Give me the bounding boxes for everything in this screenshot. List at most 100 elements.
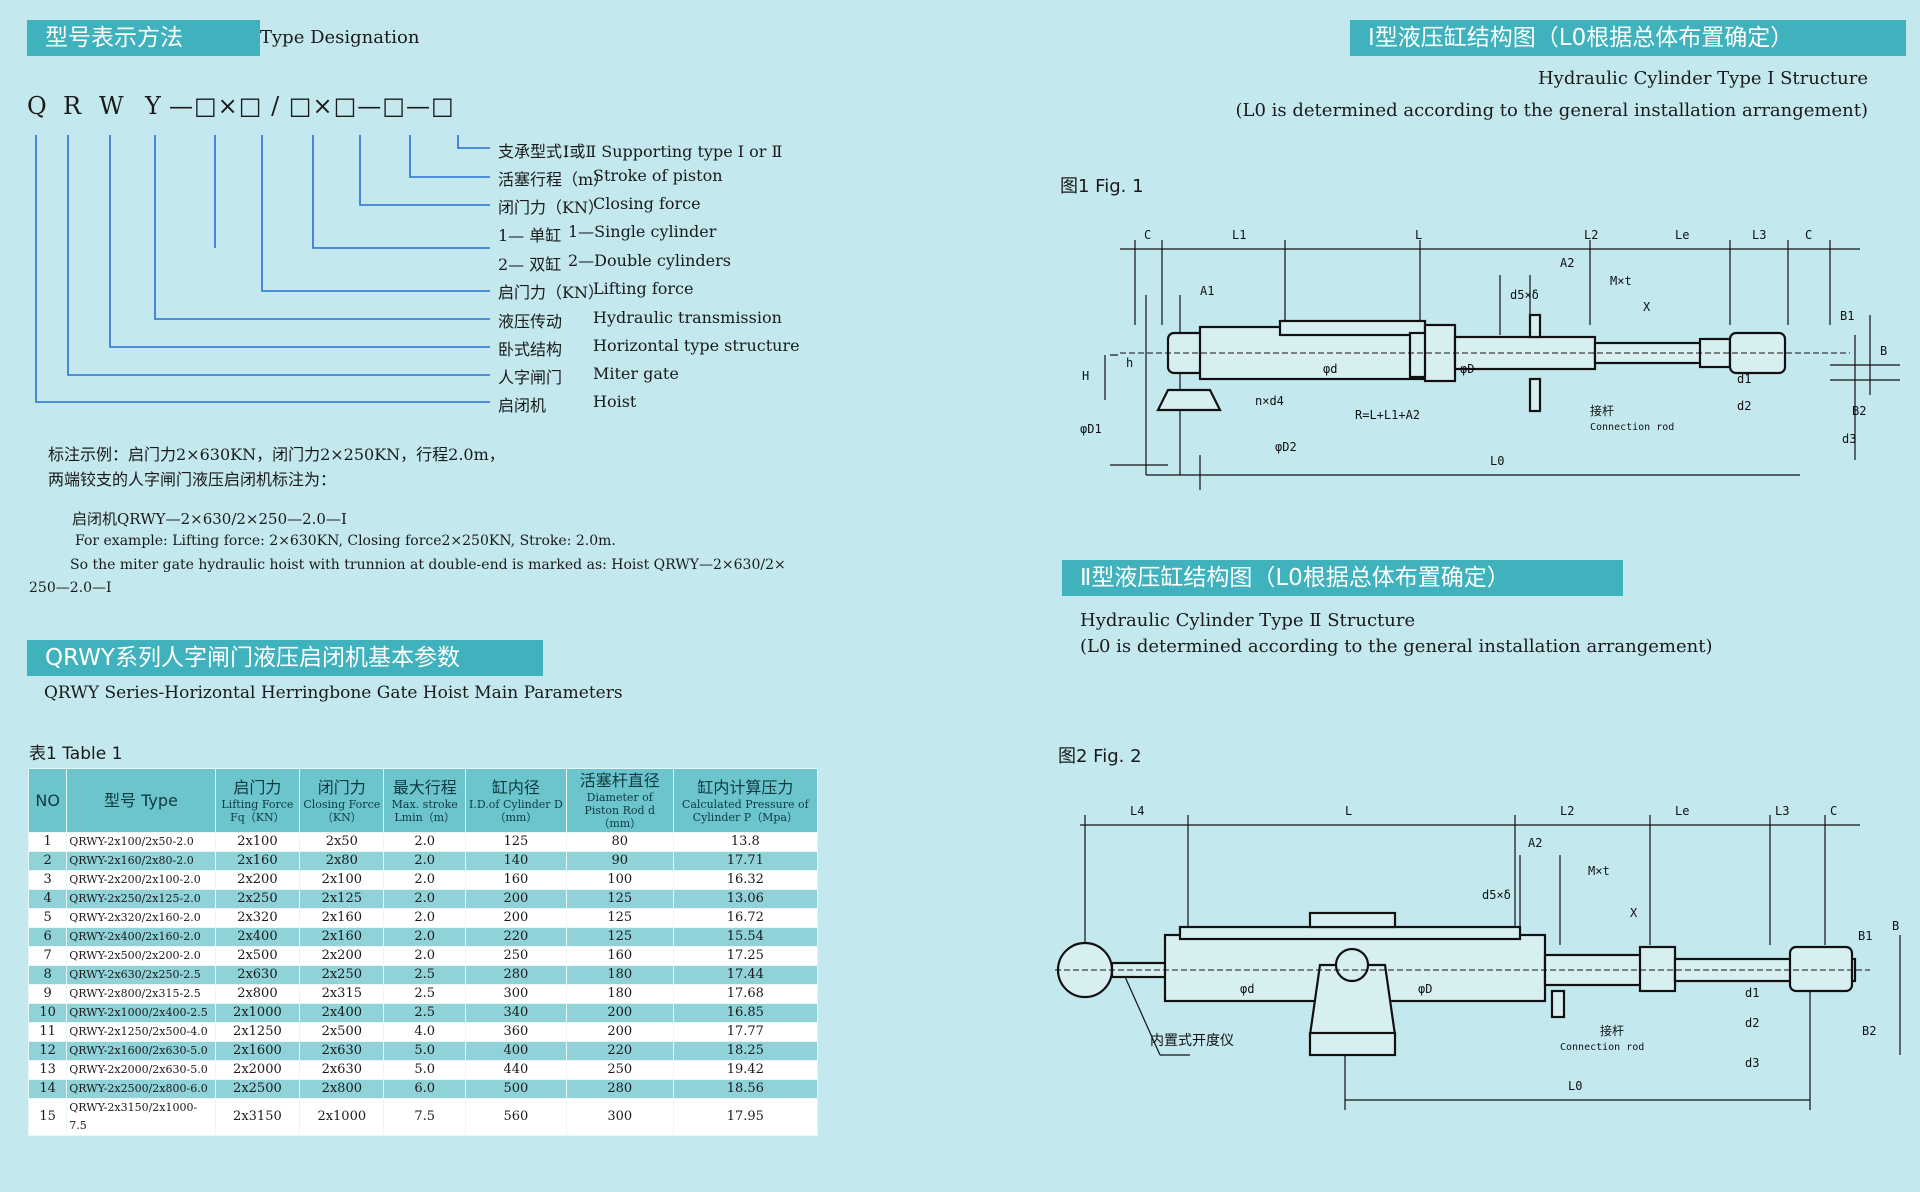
table-cell: 7.5 (383, 1098, 466, 1136)
fig1-rod-label-en: Connection rod (1590, 422, 1674, 433)
table-cell: 17.77 (672, 1022, 819, 1042)
table-cell: 13.06 (672, 889, 819, 909)
table-cell: QRWY-2x250/2x125-2.0 (66, 889, 216, 909)
table-cell: 2x320 (214, 908, 301, 928)
table-cell: QRWY-2x2500/2x800-6.0 (66, 1079, 216, 1099)
table-cell: 2x160 (214, 851, 301, 871)
fig2-dim-le: Le (1675, 804, 1689, 818)
table-cell: 17.71 (672, 851, 819, 871)
table-cell: 17.95 (672, 1098, 819, 1136)
table-cell: 2x400 (214, 927, 301, 947)
table-cell: 13 (27, 1060, 68, 1080)
table-cell: 2.0 (383, 908, 466, 928)
table-cell: QRWY-2x2000/2x630-5.0 (66, 1060, 216, 1080)
fig1-dim-d5: d5×δ (1510, 288, 1539, 302)
table-cell: 2.5 (383, 1003, 466, 1023)
table-cell: QRWY-2x400/2x160-2.0 (66, 927, 216, 947)
table-cell: QRWY-2x1000/2x400-2.5 (66, 1003, 216, 1023)
table-cell: 4 (27, 889, 68, 909)
example-code: 启闭机QRWY—2×630/2×250—2.0—Ⅰ (72, 510, 347, 528)
fig1-dim-l2: L2 (1584, 228, 1598, 242)
table-cell: 2x200 (299, 946, 385, 966)
table-cell: 12 (27, 1041, 68, 1061)
table-cell: 2x630 (214, 965, 301, 985)
fig2-dim-l2: L2 (1560, 804, 1574, 818)
table-cell: 250 (464, 946, 567, 966)
table-cell: QRWY-2x1600/2x630-5.0 (66, 1041, 216, 1061)
type1-title-en: Hydraulic Cylinder Type Ⅰ Structure (1537, 68, 1868, 89)
example-en-line-3: 250—2.0—Ⅰ (29, 580, 112, 596)
legend-item: 闭门力（KN）Closing force (498, 194, 701, 217)
fig1-dim-le: Le (1675, 228, 1689, 242)
table-cell: 500 (464, 1079, 567, 1099)
table-cell: 2x400 (299, 1003, 385, 1023)
fig2-dim-d5: d5×δ (1482, 888, 1511, 902)
table-cell: 1 (27, 832, 68, 852)
table-cell: 2x800 (299, 1079, 385, 1099)
table-cell: 100 (565, 870, 674, 890)
fig2-dim-l4: L4 (1130, 804, 1144, 818)
table-cell: 18.56 (672, 1079, 819, 1099)
table-cell: 6 (27, 927, 68, 947)
fig2-dim-b1: B1 (1858, 929, 1872, 943)
table-cell: 2.5 (383, 984, 466, 1004)
code-letter-r: R (63, 92, 83, 120)
table-cell: 300 (565, 1098, 674, 1136)
table-cell: 16.72 (672, 908, 819, 928)
legend-item: 启门力（KN）Lifting force (498, 279, 694, 302)
fig1-dim-x: X (1643, 300, 1651, 314)
table-cell: 2x500 (214, 946, 301, 966)
code-tail: —□×□ / □×□—□—□ (169, 92, 455, 120)
table-cell: 18.25 (672, 1041, 819, 1061)
fig2-drawing: L4 L L2 Le L3 C A2 M×t d5×δ X B1 B B2 φd… (1055, 804, 1901, 1110)
table-cell: 2x160 (299, 927, 385, 947)
table-cell: 200 (565, 1003, 674, 1023)
fig1-dim-h-lower: h (1126, 356, 1133, 370)
fig2-dim-d2: d2 (1745, 1016, 1759, 1030)
table-cell: 2x2000 (214, 1060, 301, 1080)
table-cell: 125 (565, 927, 674, 947)
table-cell: 11 (27, 1022, 68, 1042)
fig1-dim-nxd4: n×d4 (1255, 394, 1284, 408)
fig1-dim-b1: B1 (1840, 309, 1854, 323)
table-cell: 440 (464, 1060, 567, 1080)
table-cell: 17.68 (672, 984, 819, 1004)
fig1-rod-label-cn: 接杆 (1590, 403, 1614, 418)
table-cell: 2x80 (299, 851, 385, 871)
table-cell: QRWY-2x500/2x200-2.0 (66, 946, 216, 966)
table-cell: QRWY-2x3150/2x1000-7.5 (66, 1098, 216, 1136)
table-cell: 2x1000 (214, 1003, 301, 1023)
example-en-line-2: So the miter gate hydraulic hoist with t… (70, 557, 786, 573)
table-cell: 14 (27, 1079, 68, 1099)
table-cell: 2.0 (383, 851, 466, 871)
fig1-dim-c-right: C (1805, 228, 1812, 242)
table-cell: 2x1600 (214, 1041, 301, 1061)
table-cell: QRWY-2x800/2x315-2.5 (66, 984, 216, 1004)
table-cell: 2 (27, 851, 68, 871)
fig2-dim-phiD: φD (1418, 982, 1432, 996)
fig1-dim-phid2: φD2 (1275, 440, 1297, 454)
table-cell: 4.0 (383, 1022, 466, 1042)
table-cell: 2x630 (299, 1060, 385, 1080)
fig1-dimension-lines (1104, 240, 1900, 490)
fig1-dim-d3: d3 (1842, 432, 1856, 446)
table-cell: 2x100 (214, 832, 301, 852)
fig1-drawing: C L1 L L2 Le L3 C A1 A2 M×t d5×δ X B1 B … (1080, 228, 1900, 490)
table-cell: 2x100 (299, 870, 385, 890)
fig1-dim-l0: L0 (1490, 454, 1504, 468)
table-cell: 2x315 (299, 984, 385, 1004)
col-header-type: 型号 Type (66, 768, 216, 833)
